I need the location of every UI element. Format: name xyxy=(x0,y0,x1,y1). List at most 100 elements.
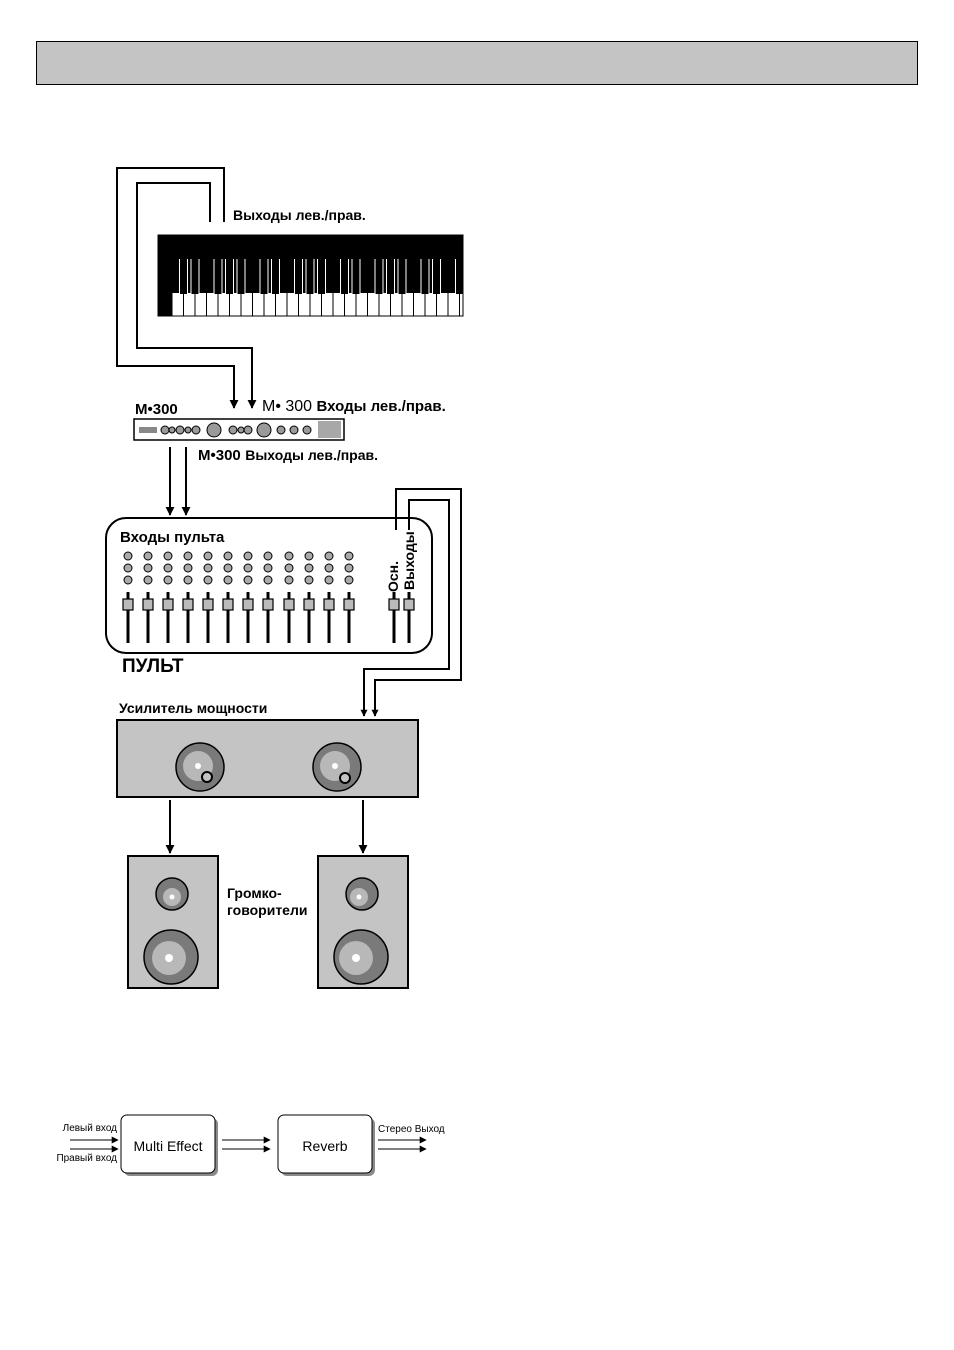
header-bar xyxy=(36,41,918,85)
channel-knob xyxy=(263,563,273,573)
channel-knob xyxy=(263,551,273,561)
key-gap xyxy=(405,259,407,293)
m300-output-cables xyxy=(165,447,191,516)
key-gap xyxy=(359,259,361,293)
channel-knob xyxy=(284,563,294,573)
key-gap xyxy=(440,259,441,293)
black-key xyxy=(341,259,348,294)
signal-chain: Левый вход Правый вход Multi Effect Reve… xyxy=(56,1114,445,1176)
m300-knob xyxy=(184,426,192,434)
channel-knob xyxy=(163,563,173,573)
amplifier-label: Усилитель мощности xyxy=(119,700,267,716)
key-gap xyxy=(420,259,422,293)
amp-knob-left xyxy=(175,742,225,792)
key-gap xyxy=(267,259,269,293)
black-key xyxy=(214,259,222,294)
m300-knob xyxy=(228,425,238,435)
chain-arrows xyxy=(222,1136,271,1153)
channel-knob xyxy=(143,575,153,585)
m300-knob xyxy=(191,425,201,435)
channel-knob xyxy=(203,563,213,573)
channel-knob xyxy=(344,551,354,561)
fader-cap xyxy=(162,598,174,611)
fader-cap xyxy=(222,598,234,611)
fader-cap xyxy=(283,598,295,611)
black-key xyxy=(260,259,268,294)
black-key xyxy=(272,259,279,294)
key-gap xyxy=(455,259,456,293)
right-input-label: Правый вход xyxy=(56,1153,117,1164)
black-key xyxy=(295,259,302,294)
main-fader-cap xyxy=(388,598,400,611)
channel-knob xyxy=(243,551,253,561)
key-gap xyxy=(259,259,261,293)
main-fader-cap xyxy=(403,598,415,611)
key-gap xyxy=(236,259,238,293)
black-key xyxy=(421,259,429,294)
channel-knob xyxy=(304,551,314,561)
amp-knob-right xyxy=(312,742,362,792)
key-gap xyxy=(432,259,433,293)
output-arrows xyxy=(378,1136,427,1153)
m300-outputs-text: Выходы лев./прав. xyxy=(245,447,378,463)
keyboard-white-keys xyxy=(171,293,460,316)
black-key xyxy=(226,259,233,294)
key-gap xyxy=(305,259,307,293)
mixer-inputs-label: Входы пульта xyxy=(120,529,225,546)
m300-outputs-model: M•300 xyxy=(198,447,241,464)
fader-cap xyxy=(343,598,355,611)
speakers-label-2: говорители xyxy=(227,902,307,918)
m300-knobs xyxy=(160,422,312,438)
black-key xyxy=(433,259,440,294)
mixer-main-label-1: Осн. xyxy=(385,561,401,592)
channel-knob xyxy=(123,563,133,573)
channel-knob xyxy=(183,551,193,561)
fader-cap xyxy=(323,598,335,611)
black-key xyxy=(191,259,199,294)
key-gap xyxy=(317,259,318,293)
key-gap xyxy=(394,259,395,293)
m300-knob xyxy=(289,425,299,435)
black-key xyxy=(318,259,325,294)
mixer-name: ПУЛЬТ xyxy=(122,656,184,677)
m300-logo: M•300 xyxy=(135,401,178,418)
fader-cap xyxy=(202,598,214,611)
channel-knob xyxy=(324,551,334,561)
channel-knob xyxy=(203,575,213,585)
channel-knob xyxy=(143,551,153,561)
channel-knob xyxy=(123,575,133,585)
amp-output-cables xyxy=(165,800,368,854)
channel-knob xyxy=(344,563,354,573)
key-gap xyxy=(221,259,223,293)
m300-knob xyxy=(206,422,222,438)
fader-cap xyxy=(142,598,154,611)
black-key xyxy=(352,259,360,294)
m300-unit xyxy=(133,418,345,441)
m300-knob xyxy=(168,426,176,434)
key-gap xyxy=(386,259,387,293)
m300-knob xyxy=(237,426,245,434)
m300-inputs-text: Входы лев./прав. xyxy=(317,398,446,415)
channel-knob xyxy=(163,575,173,585)
stereo-output-label: Стерео Выход xyxy=(378,1124,445,1135)
amplifier xyxy=(116,719,419,798)
key-gap xyxy=(302,259,303,293)
channel-knob xyxy=(143,563,153,573)
keyboard-outputs-label: Выходы лев./прав. xyxy=(233,207,366,223)
channel-knob xyxy=(324,563,334,573)
key-gap xyxy=(279,259,280,293)
key-gap xyxy=(428,259,430,293)
key-gap xyxy=(244,259,246,293)
left-input-label: Левый вход xyxy=(63,1123,118,1134)
speaker-left xyxy=(127,855,219,989)
channel-knob xyxy=(284,575,294,585)
speakers-label-1: Громко- xyxy=(227,885,282,901)
key-gap xyxy=(374,259,376,293)
m300-outputs-label: M•300 Выходы лев./прав. xyxy=(198,447,378,464)
black-key xyxy=(237,259,245,294)
m300-knob xyxy=(302,425,312,435)
mixer-channels xyxy=(122,551,355,643)
mixer-output-cables xyxy=(360,488,462,717)
black-key xyxy=(306,259,314,294)
channel-knob xyxy=(344,575,354,585)
